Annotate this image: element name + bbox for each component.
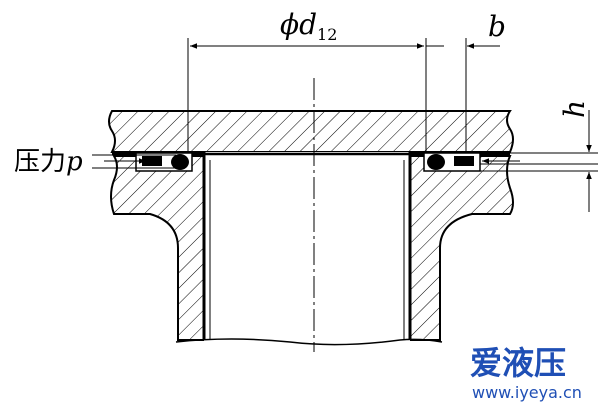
flange-left xyxy=(110,155,205,341)
break-line xyxy=(175,338,443,346)
label-d: d xyxy=(299,8,317,41)
flange-right xyxy=(409,155,514,341)
watermark-logo: 爱液压 xyxy=(470,344,566,382)
label-h: h xyxy=(558,100,591,118)
label-phi-d12: ϕd12 xyxy=(280,8,337,44)
o-ring-right xyxy=(427,154,445,170)
label-pressure: 压力p xyxy=(14,147,83,177)
label-b: b xyxy=(488,10,506,43)
o-ring-left xyxy=(171,154,189,170)
backup-ring-right xyxy=(454,156,474,166)
label-phi: ϕ xyxy=(280,8,299,41)
cover-plate xyxy=(108,110,514,153)
backup-ring-left xyxy=(142,156,162,166)
watermark-url: www.iyeya.cn xyxy=(472,383,582,402)
label-pressure-cn: 压力 xyxy=(14,147,66,177)
bore xyxy=(204,152,410,342)
label-pressure-p: p xyxy=(66,147,83,177)
label-d-sub: 12 xyxy=(317,25,337,44)
